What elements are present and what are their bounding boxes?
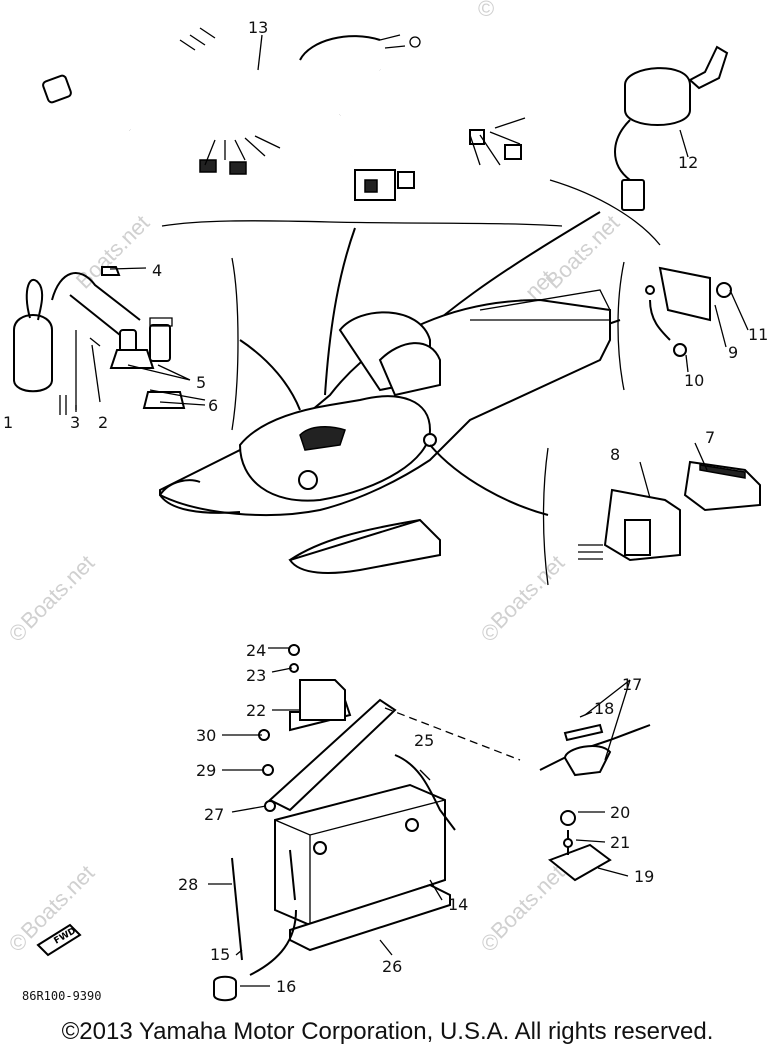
callout-15: 15	[210, 945, 230, 964]
wire-harness-illustration	[42, 27, 601, 396]
callout-5: 5	[196, 373, 206, 392]
watermark-text: Boats.net	[486, 860, 569, 943]
callout-25: 25	[414, 731, 434, 750]
callout-14: 14	[448, 895, 468, 914]
callout-12: 12	[678, 153, 698, 172]
callout-9: 9	[728, 343, 738, 362]
callout-18: 18	[594, 699, 614, 718]
callout-24: 24	[246, 641, 266, 660]
callout-10: 10	[684, 371, 704, 390]
callout-4: 4	[152, 261, 162, 280]
callout-26: 26	[382, 957, 402, 976]
main-switch-illustration	[549, 45, 729, 246]
callout-2: 2	[98, 413, 108, 432]
callout-20: 20	[610, 803, 630, 822]
watermark-text: Boats.net	[16, 860, 99, 943]
watermark-symbol: ©	[10, 620, 26, 645]
battery-assembly-illustration	[213, 644, 521, 1002]
callout-numbers: 1 2 3 4 5 6 7 8 9 10 11 12 13 14 15 16 1…	[3, 18, 768, 1003]
callout-22: 22	[246, 701, 266, 720]
ignition-coil-illustration	[13, 257, 301, 431]
callout-1: 1	[3, 413, 13, 432]
watermark-text: Boats.net	[71, 210, 154, 293]
callout-19: 19	[634, 867, 654, 886]
watermark-text: Boats.net	[16, 550, 99, 633]
callout-8: 8	[610, 445, 620, 464]
watermark-text: Boats.net	[486, 550, 569, 633]
callout-16: 16	[276, 977, 296, 996]
callout-21: 21	[610, 833, 630, 852]
diagram-code: 86R100-9390	[22, 989, 101, 1003]
leader-lines	[75, 34, 749, 987]
callout-11: 11	[748, 325, 768, 344]
callout-23: 23	[246, 666, 266, 685]
snowmobile-body-illustration	[159, 289, 611, 586]
watermark-symbol: ©	[10, 930, 26, 955]
watermark-symbol: ©	[482, 930, 498, 955]
callout-30: 30	[196, 726, 216, 745]
callout-29: 29	[196, 761, 216, 780]
callout-7: 7	[705, 428, 715, 447]
callout-28: 28	[178, 875, 198, 894]
callout-3: 3	[70, 413, 80, 432]
copyright-notice: ©2013 Yamaha Motor Corporation, U.S.A. A…	[61, 1018, 714, 1045]
callout-6: 6	[208, 396, 218, 415]
callout-13: 13	[248, 18, 268, 37]
forward-direction-marker: FWD	[36, 923, 82, 957]
relay-illustration	[539, 679, 651, 882]
watermark-symbol: ©	[478, 0, 494, 21]
callout-17: 17	[622, 675, 642, 694]
callout-27: 27	[204, 805, 224, 824]
control-unit-illustration	[578, 460, 761, 562]
watermark-symbol: ©	[482, 620, 498, 645]
